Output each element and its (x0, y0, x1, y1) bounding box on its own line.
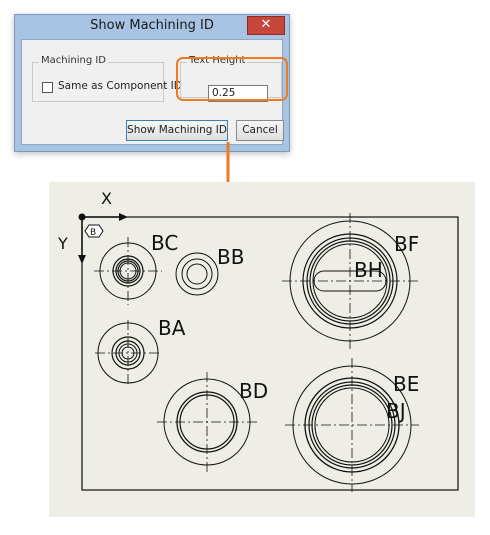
show-machining-id-button[interactable]: Show Machining ID (126, 120, 228, 141)
label-bc: BC (151, 231, 178, 255)
hole-be (285, 358, 419, 492)
show-machining-id-dialog: Show Machining ID ✕ Machining ID Same as… (14, 14, 290, 152)
dialog-titlebar[interactable]: Show Machining ID ✕ (15, 15, 289, 39)
label-bh: BH (354, 258, 383, 282)
hole-ba (95, 320, 161, 386)
label-be: BE (393, 372, 419, 396)
label-bb: BB (217, 245, 244, 269)
machining-id-groupbox: Machining ID Same as Component ID (32, 55, 182, 102)
origin-tag: B (90, 228, 96, 238)
text-height-groupbox: Text Height 0.25 (180, 55, 282, 102)
part-outline (81, 216, 459, 491)
cad-drawing: X Y B (57, 189, 459, 492)
label-bj: BJ (386, 399, 406, 423)
coordinate-system (78, 213, 128, 264)
hole-bf (282, 213, 418, 349)
machining-id-group-label: Machining ID (39, 55, 108, 66)
axis-y-label: Y (57, 234, 68, 253)
label-bd: BD (239, 379, 268, 403)
hole-bc (94, 237, 162, 305)
close-icon: ✕ (260, 17, 272, 32)
cad-drawing-area: X Y B (49, 182, 475, 517)
dialog-client-area: Machining ID Same as Component ID Text H… (21, 39, 288, 145)
label-ba: BA (158, 316, 186, 340)
close-button[interactable]: ✕ (247, 16, 285, 35)
text-height-input[interactable]: 0.25 (208, 85, 268, 102)
axis-x-label: X (101, 189, 112, 208)
cancel-button[interactable]: Cancel (236, 120, 284, 141)
hole-bd (157, 372, 257, 472)
same-as-component-id-label[interactable]: Same as Component ID (58, 80, 182, 92)
same-as-component-id-checkbox[interactable] (42, 82, 53, 93)
dialog-title: Show Machining ID (90, 18, 214, 33)
text-height-highlight (176, 57, 288, 101)
text-height-group-label: Text Height (187, 55, 248, 66)
hole-bb (175, 252, 219, 296)
label-bf: BF (394, 232, 419, 256)
